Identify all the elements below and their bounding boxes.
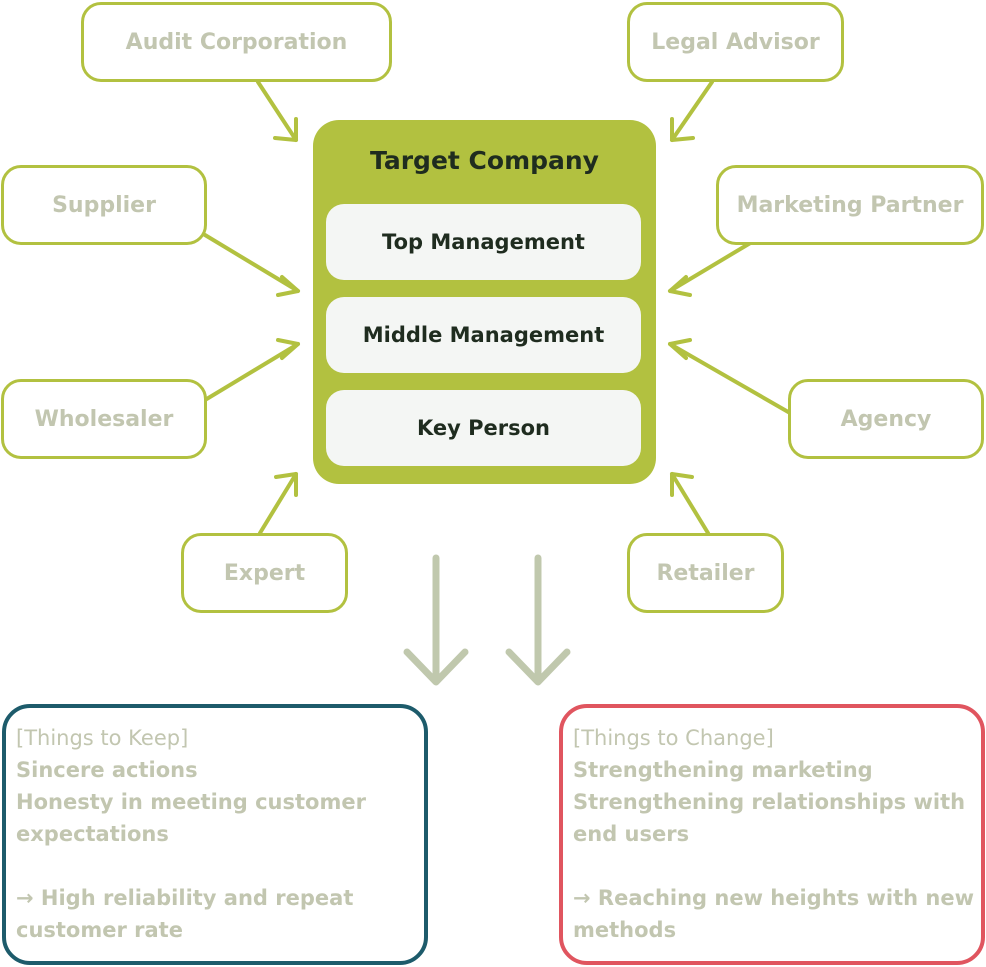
keep-line: expectations [16,822,169,846]
node-label: Legal Advisor [651,29,820,55]
change-spacer [573,850,971,882]
arrowhead-expert [274,472,298,497]
arrowhead-legal [670,117,695,142]
arrowhead-supplier [276,275,300,297]
change-line: end users [573,822,690,846]
level-key-person: Key Person [326,390,641,466]
node-legal-advisor: Legal Advisor [627,2,844,82]
node-audit-corporation: Audit Corporation [81,2,392,82]
node-expert: Expert [181,533,348,613]
target-company-title: Target Company [370,146,599,175]
down-arrow-keep-head [403,648,469,686]
arrow-supplier [203,233,300,293]
node-label: Agency [840,406,932,432]
change-heading: [Things to Change] [573,726,774,750]
keep-result: → High reliability and repeat [16,886,354,910]
node-label: Audit Corporation [125,29,348,55]
keep-spacer [16,850,414,882]
keep-line: Sincere actions [16,758,198,782]
node-label: Expert [223,560,306,586]
things-to-keep-panel: [Things to Keep] Sincere actions Honesty… [2,704,428,965]
arrowhead-marketing [668,275,692,297]
change-result: → Reaching new heights with new [573,886,974,910]
arrow-agency [668,342,792,415]
change-result: methods [573,918,677,942]
level-middle-management: Middle Management [326,297,641,373]
down-arrow-change-head [505,648,571,686]
node-label: Wholesaler [34,406,174,432]
keep-line: Honesty in meeting customer [16,790,366,814]
keep-result: customer rate [16,918,183,942]
change-line: Strengthening relationships with [573,790,966,814]
arrowhead-audit [273,117,298,142]
things-to-change-panel: [Things to Change] Strengthening marketi… [559,704,985,965]
node-supplier: Supplier [1,165,207,245]
arrow-legal [670,80,714,142]
node-label: Marketing Partner [736,192,964,218]
arrowhead-retailer [670,472,694,497]
node-agency: Agency [788,379,984,459]
arrow-marketing [668,240,754,293]
level-top-management: Top Management [326,204,641,280]
change-line: Strengthening marketing [573,758,873,782]
arrow-expert [258,472,298,535]
node-label: Supplier [52,192,156,218]
node-retailer: Retailer [627,533,784,613]
arrowhead-wholesaler [276,338,300,360]
arrow-wholesaler [203,342,300,402]
keep-heading: [Things to Keep] [16,726,189,750]
node-marketing-partner: Marketing Partner [716,165,984,245]
target-company-box: Target Company Top Management Middle Man… [313,120,656,484]
arrow-audit [256,80,298,142]
arrowhead-agency [668,338,692,360]
node-wholesaler: Wholesaler [1,379,207,459]
node-label: Retailer [656,560,755,586]
arrow-retailer [670,472,710,535]
